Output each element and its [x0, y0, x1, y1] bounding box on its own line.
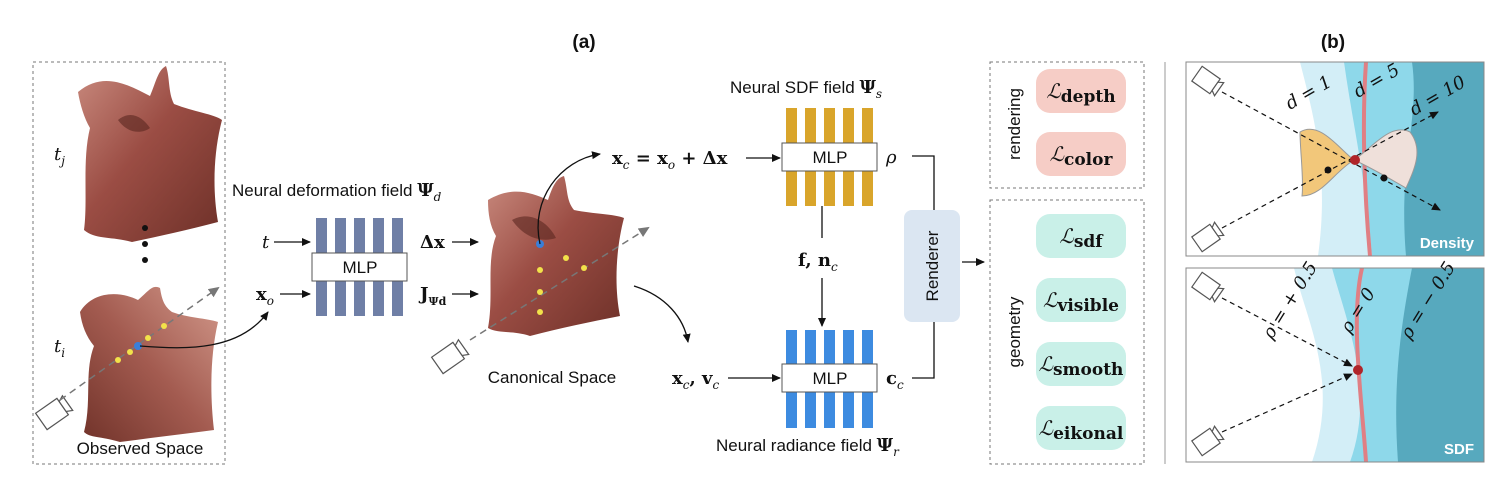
- deform-input-t: t: [262, 232, 270, 253]
- arrow-canonical-to-radiance: [633, 285, 691, 343]
- loss-sdf-label: ℒsdf: [1059, 224, 1104, 252]
- loss-color-label: ℒcolor: [1050, 142, 1114, 170]
- feature-normal-label: f, nc: [798, 250, 838, 274]
- radiance-mlp-label: MLP: [813, 369, 848, 388]
- deformation-mlp-label: MLP: [343, 258, 378, 277]
- radiance-mlp: MLP: [781, 330, 878, 428]
- sdf-panel: [1185, 267, 1485, 463]
- camera-icon-canonical: [430, 338, 470, 375]
- arrow-canonical-to-sdf: [537, 151, 601, 245]
- ellipsis-dot-1: [142, 225, 148, 231]
- tissue-image-tj: [78, 66, 222, 242]
- loss-depth-label: ℒdepth: [1046, 79, 1115, 107]
- sdf-mlp: MLP: [781, 108, 878, 206]
- arrow-observed-to-deform: [139, 311, 269, 349]
- geometry-loss-box: [989, 199, 1145, 465]
- loss-smooth-label: ℒsmooth: [1039, 352, 1124, 380]
- time-label-ti: ti: [54, 336, 65, 360]
- density-panel-label: Density: [1420, 235, 1475, 252]
- tissue-image-canonical: [488, 176, 624, 336]
- density-surface-point: [1350, 155, 1360, 165]
- camera-icon-density-bottom: [1190, 221, 1225, 253]
- loss-sdf: [1036, 214, 1126, 258]
- deform-output-dx: Δx: [420, 232, 445, 253]
- observed-space-label: Observed Space: [77, 439, 204, 458]
- camera-icon-density-top: [1190, 65, 1225, 97]
- loss-smooth: [1036, 342, 1126, 386]
- sdf-panel-label: SDF: [1444, 441, 1474, 458]
- renderer-block: [904, 210, 960, 322]
- deformation-mlp: MLP: [311, 218, 408, 316]
- deform-input-x: xo: [256, 284, 274, 308]
- loss-depth: [1036, 69, 1126, 113]
- radiance-input-label: xc, vc: [672, 368, 719, 392]
- sample-point-observed: [134, 342, 142, 350]
- sdf-surface-point: [1353, 365, 1363, 375]
- loss-eikonal: [1036, 406, 1126, 450]
- loss-visible-label: ℒvisible: [1043, 288, 1119, 316]
- renderer-label: Renderer: [923, 230, 942, 301]
- canonical-space-label: Canonical Space: [488, 368, 617, 387]
- sdf-mlp-label: MLP: [813, 148, 848, 167]
- geometry-loss-group-label: geometry: [1005, 296, 1024, 367]
- sdf-output-rho: ρ: [885, 147, 897, 168]
- panel-b-label: (b): [1321, 32, 1345, 53]
- time-label-tj: tj: [54, 144, 65, 168]
- ellipsis-dot-3: [142, 257, 148, 263]
- camera-icon-sdf-bottom: [1190, 425, 1225, 457]
- loss-color: [1036, 132, 1126, 176]
- loss-eikonal-label: ℒeikonal: [1039, 416, 1124, 444]
- observed-space-box: [32, 61, 226, 465]
- rendering-loss-box: [989, 61, 1145, 189]
- deformation-title: Neural deformation field Ψd: [232, 180, 442, 204]
- loss-visible: [1036, 278, 1126, 322]
- radiance-field-title: Neural radiance field Ψr: [716, 435, 900, 459]
- sdf-input-equation: xc = xo + Δx: [612, 148, 728, 172]
- rendering-loss-group-label: rendering: [1005, 88, 1024, 160]
- radiance-output-color: cc: [886, 368, 904, 392]
- sdf-field-title: Neural SDF field Ψs: [730, 77, 882, 101]
- camera-icon-observed: [34, 394, 74, 431]
- deform-output-jacobian: JΨd: [418, 284, 447, 308]
- tissue-image-ti: [80, 286, 218, 442]
- camera-icon-sdf-top: [1190, 271, 1225, 303]
- ellipsis-dot-2: [142, 241, 148, 247]
- panel-a-label: (a): [572, 32, 595, 53]
